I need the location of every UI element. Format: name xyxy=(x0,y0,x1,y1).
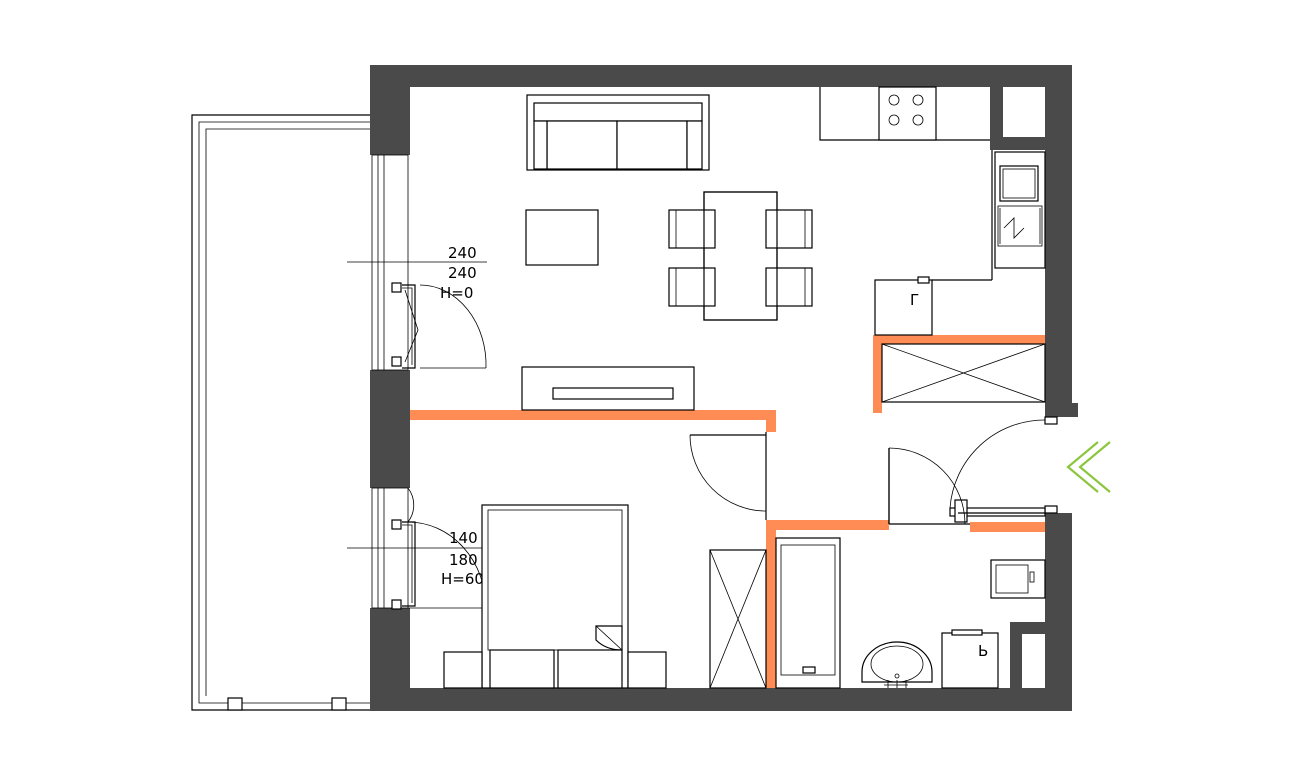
cooktop xyxy=(878,86,937,141)
exterior-walls xyxy=(370,65,1078,711)
window-lower-width: 140 xyxy=(449,529,478,547)
fridge: Г xyxy=(874,276,933,336)
bathroom-door xyxy=(888,447,966,525)
tv-cabinet xyxy=(521,366,695,411)
new-partition-walls xyxy=(410,335,1045,688)
window-upper-width: 240 xyxy=(448,244,477,262)
nightstand-left xyxy=(443,651,483,689)
hall-wardrobe xyxy=(881,343,1046,403)
nightstand-right xyxy=(627,651,667,689)
window-lower: 140 180 H=60 xyxy=(347,487,487,610)
balcony-post-left xyxy=(227,697,243,711)
kitchen-sink-unit xyxy=(994,151,1046,269)
bathroom-cabinet xyxy=(990,559,1046,599)
balcony xyxy=(191,114,370,711)
balcony-post-right xyxy=(331,697,347,711)
window-upper-sill: H=0 xyxy=(440,284,473,302)
bathtub xyxy=(775,537,841,689)
window-upper: 240 240 H=0 xyxy=(347,154,487,371)
double-bed xyxy=(443,504,667,689)
dining-set xyxy=(668,191,813,321)
bedroom-wardrobe xyxy=(709,549,767,689)
washer-mark: Ь xyxy=(978,642,988,660)
fridge-mark: Г xyxy=(910,291,919,309)
coffee-table xyxy=(525,209,599,266)
window-upper-height: 240 xyxy=(448,264,477,282)
washing-machine: Ь xyxy=(941,629,999,689)
window-lower-height: 180 xyxy=(449,551,478,569)
entry-arrow-icon xyxy=(1066,441,1111,493)
kitchen-counter xyxy=(819,86,990,141)
bedroom-door xyxy=(689,434,767,512)
window-lower-sill: H=60 xyxy=(441,570,484,588)
entrance-door xyxy=(949,416,1058,523)
sofa xyxy=(526,94,710,171)
washbasin xyxy=(861,641,933,688)
